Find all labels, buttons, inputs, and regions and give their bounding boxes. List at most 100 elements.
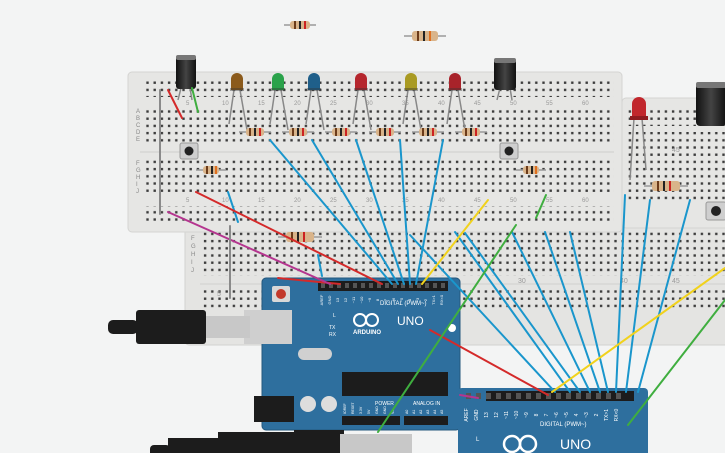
pin-label: ~10 (359, 296, 364, 304)
arduino2-header-label: DIGITAL (PWM~) (540, 422, 587, 428)
bb1-column-number: 15 (258, 198, 265, 204)
wire-magenta[interactable] (459, 394, 479, 399)
wire-blue[interactable] (637, 199, 691, 393)
wire-blue[interactable] (625, 199, 651, 393)
resistor[interactable] (369, 128, 401, 136)
analog-label: ANALOG IN (413, 401, 441, 407)
wire-blue[interactable] (415, 139, 444, 285)
bb1-column-number: 55 (546, 198, 553, 204)
resistor[interactable] (196, 166, 226, 174)
led-blue[interactable] (305, 73, 325, 131)
wire-blue[interactable] (311, 139, 399, 285)
resistor[interactable] (644, 181, 688, 191)
wire-green[interactable] (535, 194, 547, 219)
bb1-row-letter: F (136, 161, 140, 167)
tx-label: TX (329, 325, 336, 331)
usb-cable[interactable] (108, 310, 250, 344)
pin-label: AREF (464, 408, 470, 421)
resistor[interactable] (516, 166, 546, 174)
wire-green[interactable] (191, 87, 199, 113)
bb1-column-number: 50 (510, 101, 517, 107)
power-pin-label: 3.3V (359, 406, 363, 414)
wire-blue[interactable] (409, 234, 556, 393)
wire-magenta[interactable] (167, 211, 331, 285)
resistor[interactable] (412, 128, 444, 136)
wire-green[interactable] (377, 224, 517, 433)
pin-label: ~3 (415, 297, 420, 302)
rx-label: RX (329, 332, 337, 338)
power-pin-label: IOREF (343, 403, 347, 414)
bb1-row-letter: H (136, 175, 140, 181)
bb1-row-letter: A (136, 109, 140, 115)
pin-label: ~6 (554, 412, 560, 418)
power-pin-label: RESET (351, 401, 355, 414)
resistor[interactable] (282, 128, 314, 136)
breadboard-3[interactable]: 45 (621, 97, 725, 229)
led-green[interactable] (269, 73, 289, 131)
arduino-logo (353, 313, 379, 327)
wire-blue[interactable] (569, 231, 609, 393)
bb1-row-letter: E (136, 137, 140, 143)
wire-blue[interactable] (511, 231, 591, 393)
wire-blue[interactable] (355, 139, 405, 285)
resistor[interactable] (239, 128, 271, 136)
wire-blue[interactable] (269, 139, 393, 285)
usb-cable[interactable] (150, 430, 412, 453)
pushbutton[interactable] (705, 201, 725, 221)
capacitor[interactable] (176, 55, 196, 101)
analog-pin-label: A1 (412, 410, 416, 414)
led-red[interactable] (352, 73, 372, 131)
wire-blue[interactable] (454, 231, 571, 393)
led-yellow[interactable] (402, 73, 422, 131)
bb1-column-number: 5 (186, 101, 190, 107)
led-brown[interactable] (228, 73, 248, 131)
bb1-row-letter: I (136, 182, 138, 188)
pushbutton[interactable] (179, 142, 199, 160)
bb1-column-number: 5 (186, 198, 190, 204)
wire-yellow[interactable] (551, 267, 725, 393)
wire-red[interactable] (195, 191, 383, 285)
led-red[interactable] (446, 73, 466, 131)
loose-resistor[interactable] (404, 31, 446, 41)
analog-pin-label: A5 (440, 410, 444, 414)
bb1-column-number: 45 (474, 101, 481, 107)
wire-blue[interactable] (227, 191, 239, 223)
bb1-column-number: 35 (402, 198, 409, 204)
bb1-row-letter: C (136, 123, 141, 129)
pin-label: 4 (574, 413, 580, 416)
reset-button[interactable] (276, 289, 286, 299)
bb1-column-number: 10 (222, 101, 229, 107)
led-red[interactable] (629, 97, 648, 181)
wire-blue[interactable] (317, 254, 323, 277)
pushbutton[interactable] (499, 142, 519, 160)
capacitor[interactable] (696, 82, 725, 126)
bb1-row-letter: B (136, 116, 140, 122)
bb2-row-letter: G (191, 244, 196, 250)
wire-red[interactable] (167, 89, 183, 119)
wire-blue[interactable] (399, 139, 411, 285)
bb1-column-number: 45 (474, 198, 481, 204)
bb1-column-number: 50 (510, 198, 517, 204)
bb2-row-letter: J (191, 268, 194, 274)
wire-red[interactable] (429, 329, 549, 396)
wire-green[interactable] (627, 299, 725, 426)
pin-label: 8 (534, 413, 540, 416)
wire-yellow[interactable] (421, 199, 489, 285)
analog-pin-label: A0 (405, 410, 409, 414)
pin-label: 7 (544, 413, 550, 416)
capacitor[interactable] (494, 58, 516, 101)
pin-label: 8 (375, 298, 380, 301)
resistor[interactable] (455, 128, 487, 136)
bb2-number: 30 (518, 278, 526, 285)
loose-resistor[interactable] (284, 21, 316, 29)
wire-blue[interactable] (464, 232, 581, 393)
wire-blue[interactable] (615, 194, 626, 393)
resistor[interactable] (325, 128, 357, 136)
power-pin-label: GND (375, 406, 379, 414)
pin-label: RX<0 (614, 408, 620, 421)
wires[interactable] (159, 87, 725, 433)
